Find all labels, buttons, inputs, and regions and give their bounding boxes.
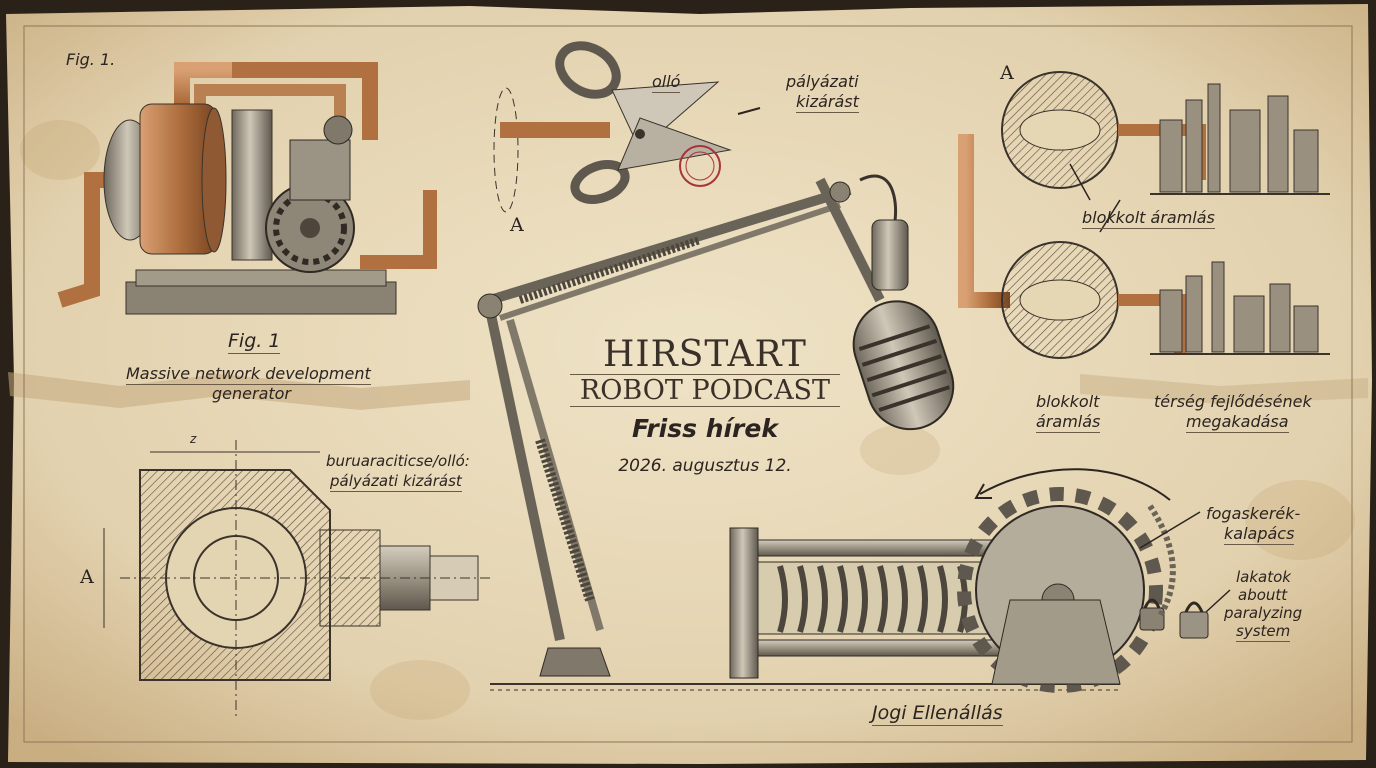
blocked-flow-lower-line2: áramlás bbox=[1036, 412, 1101, 433]
blocked-flow-lower-line1: blokkolt bbox=[1036, 392, 1100, 411]
section-letter-a-top: A bbox=[510, 214, 524, 236]
padlocks-line3: paralyzing bbox=[1224, 604, 1303, 622]
section-letter-a-left: A bbox=[80, 566, 94, 588]
scissors-drawing bbox=[500, 41, 940, 204]
application-exclusion-line2: kizárást bbox=[796, 92, 859, 113]
podcast-date: 2026. augusztus 12. bbox=[618, 456, 792, 476]
gear-hammer-machine-drawing bbox=[490, 468, 1231, 693]
generator-caption-line1: Massive network development bbox=[126, 364, 371, 385]
section-label-line2: pályázati kizárást bbox=[330, 472, 462, 492]
blocked-valves-drawing bbox=[958, 71, 1330, 359]
section-letter-a-right: A bbox=[1000, 62, 1014, 84]
padlocks-line4: system bbox=[1236, 622, 1291, 642]
generator-caption-line2: generator bbox=[212, 384, 292, 403]
fig-caption: Fig. 1 bbox=[228, 330, 281, 354]
cross-section-drawing bbox=[103, 440, 490, 716]
scissors-label: olló bbox=[652, 72, 681, 93]
fig-corner-label: Fig. 1. bbox=[66, 50, 116, 69]
legal-resistance-label: Jogi Ellenállás bbox=[872, 702, 1003, 726]
padlocks-line2: aboutt bbox=[1238, 586, 1288, 604]
region-stall-line2: megakadása bbox=[1186, 412, 1289, 433]
gear-hammer-line1: fogaskerék- bbox=[1206, 504, 1301, 523]
padlocks-line1: lakatok bbox=[1236, 568, 1291, 586]
microphone-boom-arm-drawing bbox=[477, 174, 955, 677]
podcast-title-line1: HIRSTART bbox=[603, 334, 807, 375]
podcast-title-line2: ROBOT PODCAST bbox=[570, 374, 840, 407]
blocked-flow-upper-label: blokkolt áramlás bbox=[1082, 208, 1215, 229]
application-exclusion-line1: pályázati bbox=[786, 72, 859, 91]
section-label-line1: buruaraciticse/olló: bbox=[326, 452, 470, 470]
dimension-mark: z bbox=[190, 432, 197, 446]
network-generator-drawing bbox=[57, 62, 600, 315]
gear-hammer-line2: kalapács bbox=[1224, 524, 1295, 545]
region-stall-line1: térség fejlődésének bbox=[1154, 392, 1312, 411]
podcast-subtitle: Friss hírek bbox=[632, 414, 778, 443]
